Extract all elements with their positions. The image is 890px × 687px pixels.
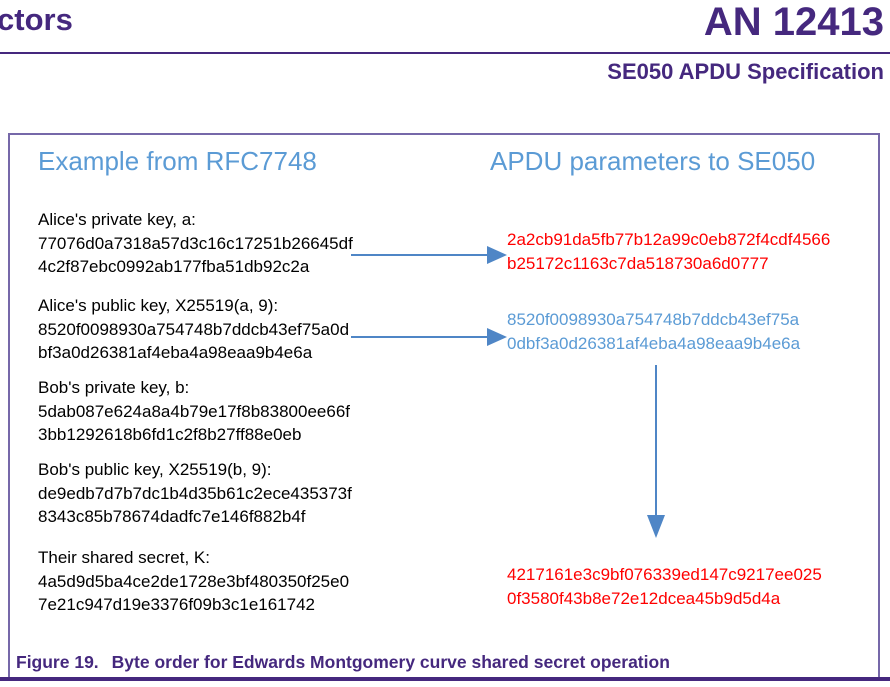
- rfc-entry-bob-public-key: Bob's public key, X25519(b, 9): de9edb7d…: [38, 458, 378, 529]
- entry-hex-line: 4c2f87ebc0992ab177fba51db92c2a: [38, 257, 310, 276]
- right-column-header: APDU parameters to SE050: [490, 146, 816, 176]
- apdu-hex-line: 4217161e3c9bf076339ed147c9217ee025: [507, 565, 822, 584]
- entry-hex-line: 7e21c947d19e3376f09b3c1e161742: [38, 595, 315, 614]
- figure-frame: Example from RFC7748 APDU parameters to …: [8, 133, 880, 678]
- rfc-entry-alice-public-key: Alice's public key, X25519(a, 9): 8520f0…: [38, 294, 378, 365]
- page-header-partial-text: ctors: [0, 2, 73, 37]
- entry-label: Their shared secret, K:: [38, 548, 210, 567]
- left-column-header: Example from RFC7748: [38, 146, 317, 176]
- apdu-hex-line: 0f3580f43b8e72e12dcea45b9d5d4a: [507, 588, 781, 608]
- entry-hex-line: 8520f0098930a754748b7ddcb43ef75a0d: [38, 319, 350, 339]
- entry-hex-line: de9edb7d7b7dc1b4d35b61c2ece435373f: [38, 483, 352, 503]
- entry-label: Bob's private key, b:: [38, 378, 190, 397]
- figure-caption: Figure 19. Byte order for Edwards Montgom…: [16, 652, 670, 673]
- apdu-value-private-key: 2a2cb91da5fb77b12a99c0eb872f4cdf4566 b25…: [507, 228, 867, 275]
- entry-hex-line: 5dab087e624a8a4b79e17f8b83800ee66f: [38, 401, 350, 421]
- header-divider-rule: [0, 52, 890, 54]
- entry-label: Alice's private key, a:: [38, 210, 196, 229]
- document-subtitle: SE050 APDU Specification: [607, 59, 884, 84]
- apdu-value-public-key: 8520f0098930a754748b7ddcb43ef75a 0dbf3a0…: [507, 308, 867, 355]
- entry-hex-line: 77076d0a7318a57d3c16c17251b26645df: [38, 233, 353, 253]
- apdu-hex-line: 2a2cb91da5fb77b12a99c0eb872f4cdf4566: [507, 230, 831, 249]
- rfc-entry-bob-private-key: Bob's private key, b: 5dab087e624a8a4b79…: [38, 376, 378, 447]
- rfc-entry-shared-secret: Their shared secret, K: 4a5d9d5ba4ce2de1…: [38, 546, 378, 617]
- entry-hex-line: 8343c85b78674dadfc7e146f882b4f: [38, 507, 306, 526]
- figure-caption-number: Figure 19.: [16, 652, 99, 672]
- apdu-hex-line: b25172c1163c7da518730a6d0777: [507, 253, 769, 273]
- entry-label: Alice's public key, X25519(a, 9):: [38, 296, 279, 315]
- entry-label: Bob's public key, X25519(b, 9):: [38, 460, 272, 479]
- document-number: AN 12413: [703, 0, 884, 44]
- entry-hex-line: 3bb1292618b6fd1c2f8b27ff88e0eb: [38, 425, 302, 444]
- entry-hex-line: 4a5d9d5ba4ce2de1728e3bf480350f25e0: [38, 571, 350, 591]
- entry-hex-line: bf3a0d26381af4eba4a98eaa9b4e6a: [38, 343, 313, 362]
- apdu-value-shared-secret: 4217161e3c9bf076339ed147c9217ee025 0f358…: [507, 563, 867, 610]
- figure-bottom-rule: [0, 677, 890, 681]
- apdu-hex-line: 8520f0098930a754748b7ddcb43ef75a: [507, 310, 800, 329]
- figure-caption-text: Byte order for Edwards Montgomery curve …: [111, 652, 670, 672]
- apdu-hex-line: 0dbf3a0d26381af4eba4a98eaa9b4e6a: [507, 333, 801, 353]
- rfc-entry-alice-private-key: Alice's private key, a: 77076d0a7318a57d…: [38, 208, 378, 279]
